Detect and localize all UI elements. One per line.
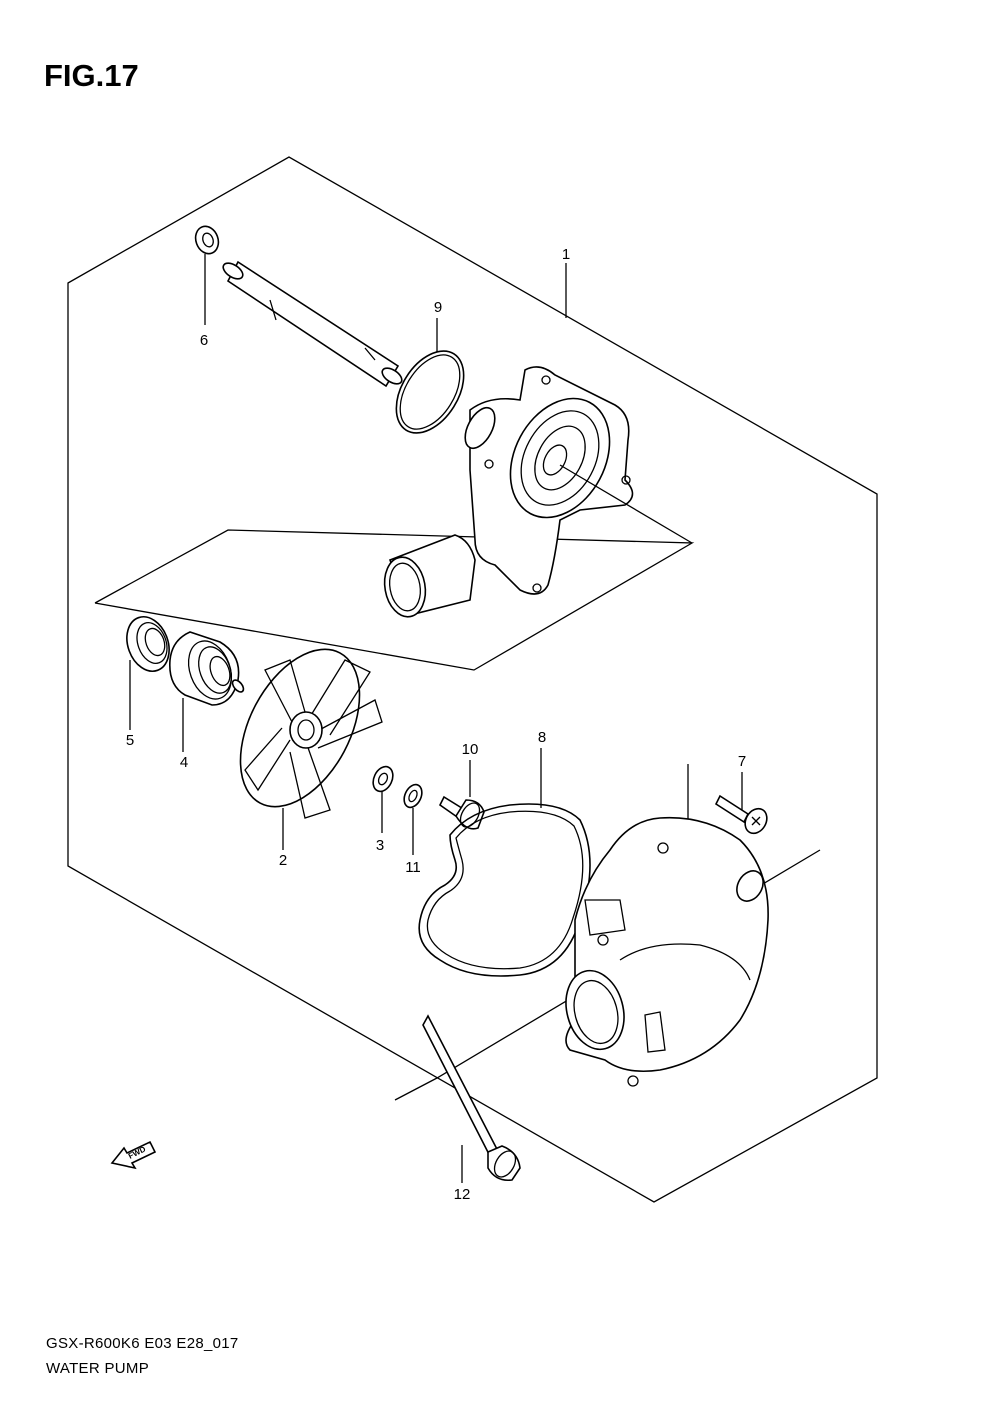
leader-lines [129, 254, 743, 1183]
callout-6: 6 [200, 332, 208, 349]
pump-cover[interactable] [558, 816, 769, 1087]
o-ring-part-9[interactable] [382, 339, 477, 445]
callout-5: 5 [126, 732, 134, 749]
callout-labels: 1 2 3 4 5 6 7 8 9 10 11 12 [126, 246, 746, 1203]
callout-11: 11 [405, 859, 421, 876]
impeller-part-2[interactable] [216, 629, 384, 826]
screw-part-7[interactable] [714, 794, 771, 837]
mechanical-seal-part-4[interactable] [168, 631, 246, 706]
washer-part-3[interactable] [369, 763, 396, 794]
bolt-part-12[interactable] [422, 1014, 521, 1182]
figure-title: FIG.17 [44, 58, 139, 93]
callout-1: 1 [562, 246, 570, 263]
callout-7: 7 [738, 753, 746, 770]
callout-9: 9 [434, 299, 442, 316]
assembly-outline [67, 156, 878, 1203]
washer-part-6[interactable] [192, 223, 222, 257]
pump-shaft[interactable] [221, 260, 405, 388]
callout-4: 4 [180, 754, 188, 771]
callout-12: 12 [454, 1186, 471, 1203]
diagram-name: WATER PUMP [46, 1360, 149, 1377]
callout-8: 8 [538, 729, 546, 746]
oil-seal-part-5[interactable] [120, 611, 177, 677]
gasket-part-8[interactable] [418, 803, 591, 977]
forward-arrow-icon: FWD [110, 1140, 157, 1170]
washer-part-11[interactable] [401, 782, 426, 811]
callout-10: 10 [462, 741, 479, 758]
pump-body-part-1[interactable] [380, 366, 634, 620]
callout-2: 2 [279, 852, 287, 869]
callout-3: 3 [376, 837, 384, 854]
model-code: GSX-R600K6 E03 E28_017 [46, 1335, 239, 1352]
